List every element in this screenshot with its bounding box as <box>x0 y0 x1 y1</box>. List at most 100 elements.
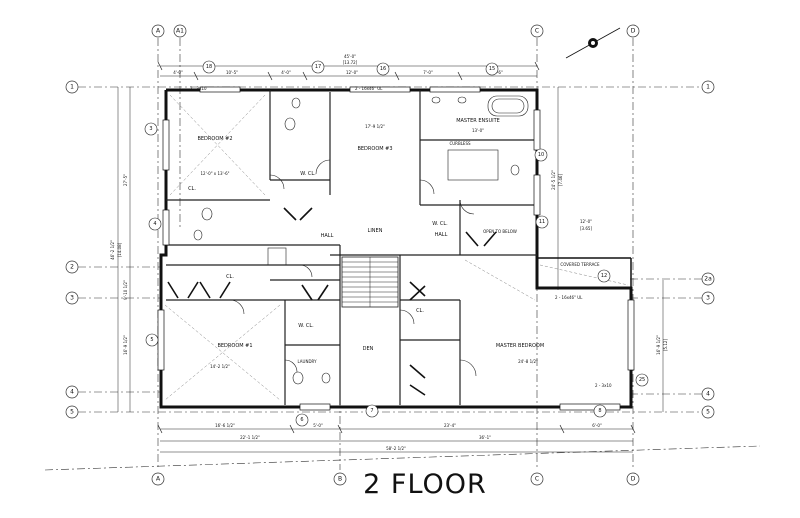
callout-10: 10 <box>538 152 544 158</box>
grid-bubble-2a-right <box>701 272 715 286</box>
grid-label-2a-right: 2a <box>704 276 712 283</box>
drawing-title: 2 FLOOR <box>363 469 487 500</box>
grid-bubble-1-right <box>701 80 715 94</box>
dimension-ticks <box>157 61 636 434</box>
grid-bubble-4-left <box>65 385 79 399</box>
shower-icon <box>447 149 499 181</box>
grid-bubble-2-left <box>65 260 79 274</box>
grid-label-2-left: 2 <box>70 264 74 271</box>
grid-label-3-right: 3 <box>706 295 710 302</box>
dim-bottom-seg-2: 5'-0" <box>313 423 323 428</box>
grid-label-5-left: 5 <box>70 409 74 416</box>
callout-4: 4 <box>153 221 156 227</box>
section-callouts <box>144 60 649 427</box>
room-label-cl-2: CL. <box>416 308 424 314</box>
grid-label-d-top: D <box>631 28 636 35</box>
dim-right-seg-3: 16'-9 1/2" <box>656 335 661 355</box>
sink-icon <box>201 207 213 221</box>
dim-bottom-seg-4: 6'-0" <box>592 423 602 428</box>
grid-bubble-1-left <box>65 80 79 94</box>
room-label-master-ensuite: MASTER ENSUITE <box>456 118 500 124</box>
callout-11: 11 <box>539 219 545 225</box>
dim-bottom-seg-3: 23'-4" <box>444 423 456 428</box>
callout-6: 6 <box>300 417 303 423</box>
section-line <box>44 445 761 471</box>
dim-overall-top: 45'-0" <box>344 54 356 59</box>
room-label-curbless: CURBLESS <box>449 141 471 146</box>
bathtub-icon <box>487 95 529 117</box>
room-label-wcl-2: W. CL. <box>432 221 448 227</box>
room-label-open-to-below: OPEN TO BELOW <box>483 229 517 234</box>
callout-18: 18 <box>206 64 212 70</box>
grid-bubble-3-left <box>65 291 79 305</box>
staircase <box>341 256 399 308</box>
dim-left-overall: 46'-2 1/2" <box>110 240 115 260</box>
dim-bottom-overall-1: 22'-1 1/2" <box>240 435 260 440</box>
callout-16: 16 <box>380 66 386 72</box>
grid-label-4-left: 4 <box>70 389 74 396</box>
room-label-wcl-3: W. CL. <box>298 323 314 329</box>
grid-bubble-c-top <box>530 24 544 38</box>
grid-label-1-left: 1 <box>70 84 74 91</box>
plumbing-fixtures <box>193 95 529 385</box>
grid-label-a-bottom: A <box>156 476 161 483</box>
interior-walls <box>166 90 537 405</box>
dim-left-seg-3: 16'-9 1/2" <box>123 335 128 355</box>
dim-top-seg-1: 4'-0" <box>173 70 183 75</box>
dimension-lines <box>117 65 664 453</box>
grid-bubbles <box>65 24 715 486</box>
sink-icon <box>284 117 296 131</box>
grid-bubble-5-left <box>65 405 79 419</box>
room-size-bedroom-1: 14'-2 1/2" <box>210 364 230 369</box>
window-note-2: 2 - 16x46" UL <box>555 295 583 300</box>
grid-label-3-left: 3 <box>70 295 74 302</box>
dim-right-seg-2: [3.65] <box>580 226 592 231</box>
room-label-bedroom-1: BEDROOM #1 <box>217 343 252 349</box>
room-label-covered-terrace: COVERED TERRACE <box>560 262 600 267</box>
callout-12: 12 <box>601 273 607 279</box>
room-label-hall-1: HALL <box>321 233 334 239</box>
room-label-bedroom-3: BEDROOM #3 <box>357 146 392 152</box>
room-label-laundry: LAUNDRY <box>297 359 317 364</box>
north-arrow-icon <box>565 27 621 59</box>
grid-bubble-3-right <box>701 291 715 305</box>
dim-top-seg-4: 12'-0" <box>346 70 358 75</box>
dim-right-seg-4: [5.12] <box>663 339 668 351</box>
room-label-hall-2: HALL <box>435 232 448 238</box>
grid-label-1-right: 1 <box>706 84 710 91</box>
grid-label-c-bottom: C <box>535 476 539 483</box>
dim-bottom-overall-2: 36'-1" <box>479 435 491 440</box>
closet-bifold-doors <box>167 207 497 396</box>
callout-3: 3 <box>149 126 152 132</box>
dim-top-seg-3: 4'-0" <box>281 70 291 75</box>
dim-overall-top-metric: [13.72] <box>343 60 358 65</box>
dim-top-seg-5: 7'-0" <box>423 70 433 75</box>
grid-label-b-bottom: B <box>338 476 342 483</box>
dim-bottom-total: 58'-2 1/2" <box>386 446 406 451</box>
dim-left-seg-1: 27'-5" <box>123 174 128 186</box>
grid-bubble-5-right <box>701 405 715 419</box>
washer-icon <box>267 247 287 266</box>
room-size-bedroom-2: 12'-0" x 13'-6" <box>201 171 230 176</box>
window-note-1: 2 - 16x46" UL <box>355 86 383 91</box>
grid-bubble-a1-top <box>173 24 187 38</box>
grid-bubble-a-top <box>151 24 165 38</box>
room-label-cl-1: CL. <box>226 274 234 280</box>
room-label-master-bedroom: MASTER BEDROOM <box>496 343 544 349</box>
sink-icon <box>431 96 441 104</box>
window-note-3: 2 - 3x10 <box>595 383 612 388</box>
callout-25: 25 <box>639 377 645 383</box>
room-label-bedroom-2: BEDROOM #2 <box>197 136 232 142</box>
dim-bottom-seg-1: 16'-6 1/2" <box>215 423 235 428</box>
ceiling-hatch-lines <box>164 94 629 401</box>
grid-label-4-right: 4 <box>706 391 710 398</box>
grid-bubble-b-bottom <box>333 472 347 486</box>
room-label-linen: LINEN <box>368 228 383 234</box>
callout-8: 8 <box>598 408 601 414</box>
dim-right-overall-metric: [7.46] <box>558 174 563 186</box>
grid-bubble-c-bottom <box>530 472 544 486</box>
grid-bubble-d-top <box>626 24 640 38</box>
toilet-icon <box>321 372 331 384</box>
grid-bubble-4-right <box>701 387 715 401</box>
callout-5: 5 <box>150 337 153 343</box>
